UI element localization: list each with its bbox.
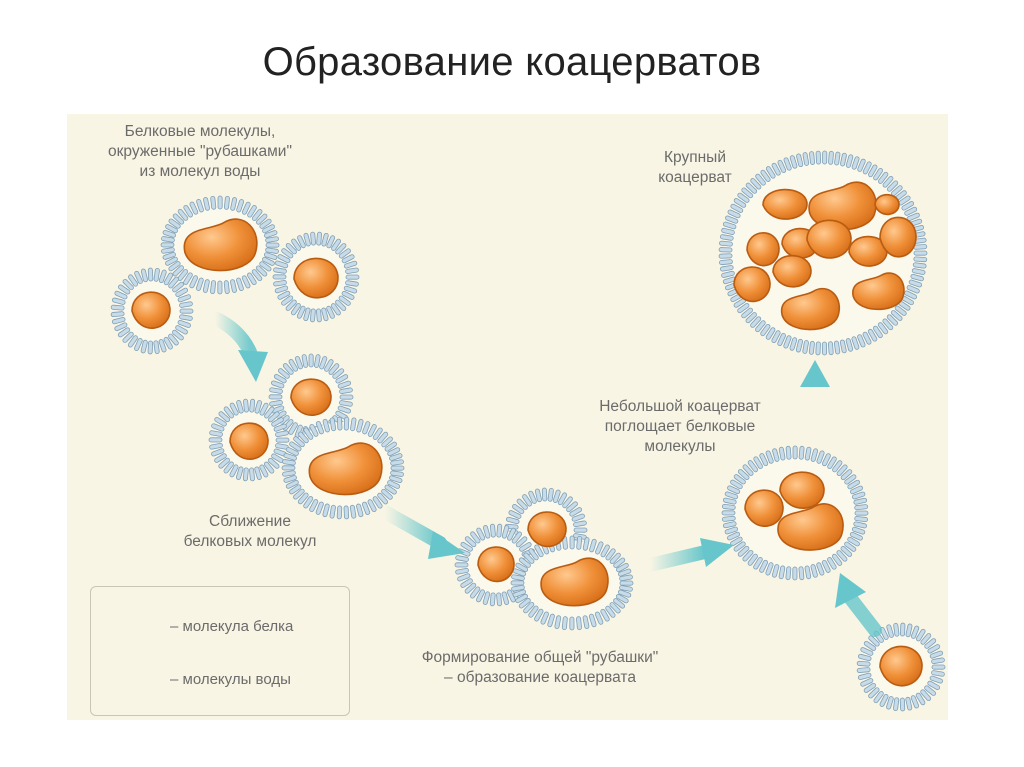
protein-large-8 <box>880 217 916 256</box>
arrow-absorb <box>835 573 875 630</box>
protein-large-10 <box>773 256 811 287</box>
label-shell-formation: Формирование общей "рубашки" – образован… <box>370 648 710 688</box>
protein-large-9 <box>734 267 770 301</box>
label-protein-molecules: Белковые молекулы, окруженные "рубашками… <box>70 122 330 182</box>
arrow-to-small <box>650 538 734 567</box>
arrow-to-shell <box>385 512 465 559</box>
protein-large-4 <box>747 233 779 266</box>
protein-stage3-top <box>528 512 566 546</box>
label-large-coacervate: Крупный коацерват <box>630 148 760 188</box>
protein-small-2 <box>780 472 824 508</box>
protein-small-1 <box>745 490 783 526</box>
protein-stage3-left <box>478 547 514 581</box>
protein-stage2-left <box>230 423 268 459</box>
protein-stage1-left <box>132 292 170 328</box>
legend-box <box>90 586 350 716</box>
label-small-absorbs: Небольшой коацерват поглощает белковые м… <box>560 397 800 457</box>
protein-large-2 <box>875 195 899 215</box>
arrow-to-large <box>800 360 830 440</box>
protein-large-3 <box>763 190 807 220</box>
protein-stage1-right <box>294 258 338 297</box>
protein-incoming <box>880 646 922 685</box>
label-approach: Сближение белковых молекул <box>150 512 350 552</box>
protein-stage2-top <box>291 379 331 415</box>
protein-large-6 <box>807 220 851 258</box>
legend-water-label: – молекулы воды <box>170 671 291 688</box>
legend-protein-label: – молекула белка <box>170 618 293 635</box>
arrow-approach <box>215 318 268 382</box>
